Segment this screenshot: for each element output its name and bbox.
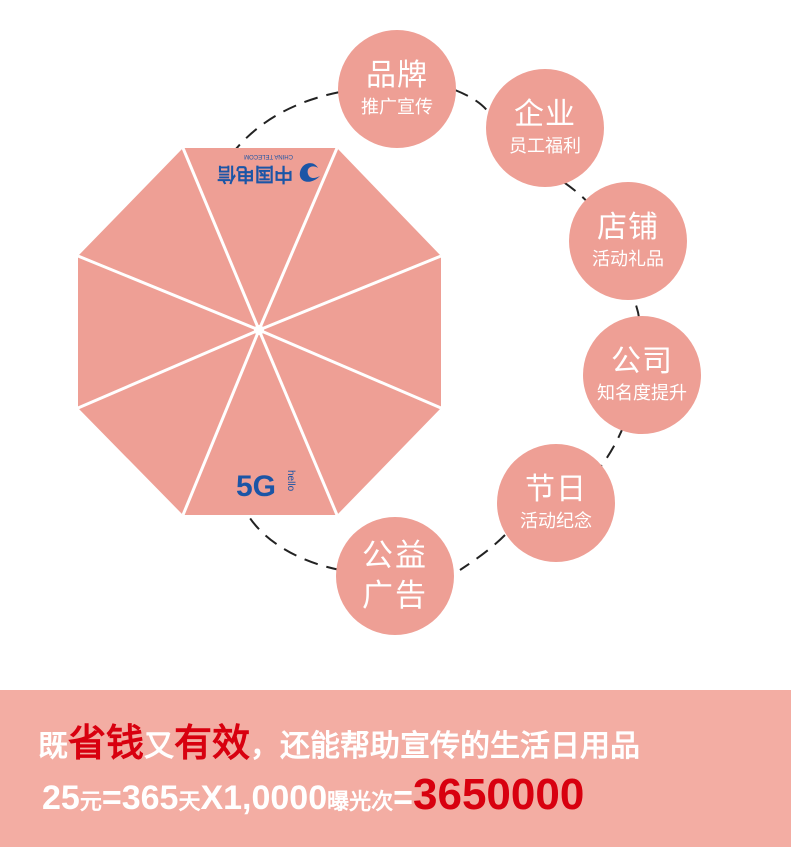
- banner-formula: 25元=365天X1,0000曝光次=3650000: [42, 770, 584, 820]
- dashed-connector-arc: [199, 89, 641, 571]
- slogan-part: 又: [144, 730, 175, 763]
- circle-public-welfare-ad: 公益 广告: [336, 517, 454, 635]
- circle-title: 公益: [362, 538, 428, 574]
- china-telecom-logo: 中国电信 CHINA TELECOM: [217, 153, 320, 186]
- formula-price: 25: [42, 779, 80, 817]
- circle-subtitle: 活动礼品: [592, 249, 664, 270]
- slogan-emphasis-effective: 有效: [174, 723, 251, 765]
- circle-store-gift: 店铺 活动礼品: [569, 182, 687, 300]
- umbrella-tip: [254, 325, 264, 335]
- umbrella-ribs: [77, 147, 442, 516]
- circle-title: 公司: [611, 344, 673, 379]
- formula-total: 3650000: [413, 770, 585, 819]
- logo-text: 中国电信: [217, 163, 293, 186]
- formula-equals: =: [393, 779, 413, 817]
- slogan-part: 既: [38, 730, 68, 763]
- formula-unit-exposure: 曝光次: [327, 789, 394, 814]
- umbrella-scene: 中国电信 CHINA TELECOM 5G hello: [77, 89, 641, 571]
- circle-title: 品牌: [366, 58, 428, 93]
- circle-employee-welfare: 企业 员工福利: [486, 69, 604, 187]
- formula-unit-yuan: 元: [79, 789, 102, 814]
- circle-subtitle: 员工福利: [509, 136, 581, 157]
- circle-title: 企业: [514, 97, 576, 132]
- hello-text: hello: [285, 470, 296, 492]
- logo-mark-icon: [299, 163, 320, 182]
- circle-subtitle: 知名度提升: [597, 383, 687, 404]
- logo-subtext: CHINA TELECOM: [244, 153, 293, 159]
- umbrella-canopy: [77, 147, 442, 516]
- circle-title: 节日: [525, 472, 587, 507]
- banner-slogan: 既省钱又有效，还能帮助宣传的生活日用品: [38, 712, 640, 767]
- slogan-part: ，还能帮助宣传的生活日用品: [250, 730, 641, 763]
- formula-days: =365: [101, 779, 179, 817]
- circle-subtitle: 推广宣传: [361, 97, 433, 118]
- slogan-emphasis-save-money: 省钱: [68, 723, 145, 765]
- 5g-text: 5G: [236, 470, 276, 503]
- circle-subtitle: 广告: [362, 578, 428, 614]
- bottom-banner: [0, 690, 791, 847]
- circle-title: 店铺: [597, 210, 659, 245]
- circle-brand-promotion: 品牌 推广宣传: [338, 30, 456, 148]
- circle-subtitle: 活动纪念: [520, 511, 592, 532]
- circle-holiday-souvenir: 节日 活动纪念: [497, 444, 615, 562]
- circle-company-awareness: 公司 知名度提升: [583, 316, 701, 434]
- formula-exposures: X1,0000: [200, 779, 328, 817]
- formula-unit-day: 天: [178, 789, 201, 814]
- 5g-badge: 5G hello: [236, 470, 296, 503]
